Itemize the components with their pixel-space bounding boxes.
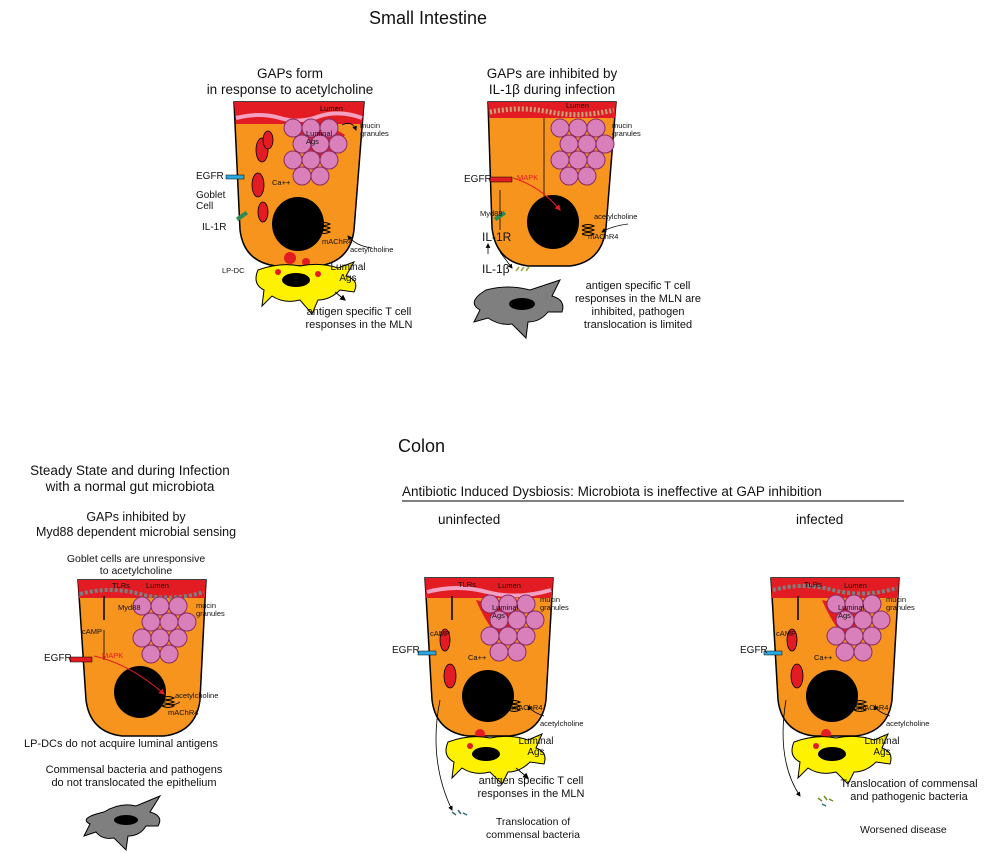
colon-uninfected-goblet-cell [425, 578, 553, 739]
colon-infected-luminal-ags-inside-label: Luminal Ags [838, 604, 864, 620]
colon-steady-title: Steady State and during Infection with a… [4, 463, 256, 495]
colon-infected-ca-label: Ca++ [814, 654, 832, 662]
colon-infected-machr4-label: mAChR4 [858, 704, 888, 712]
colon-infected-worsened-note: Worsened disease [860, 824, 947, 836]
colon-infected-camp-label: cAMP [776, 630, 796, 638]
colon-infected-acetylcholine-label: acetylcholine [886, 720, 929, 728]
colon-steady-goblet-note: Goblet cells are unresponsive to acetylc… [46, 553, 226, 577]
colon-steady-egfr-label: EGFR [44, 653, 72, 664]
colon-title: Colon [398, 436, 445, 457]
colon-infected-goblet-cell [771, 578, 899, 739]
colon-steady-mapk-label: MAPK [102, 652, 123, 660]
si-right-lumen-label: Lumen [566, 102, 589, 110]
si-right-egfr-label: EGFR [464, 174, 492, 185]
si-left-ca-label: Ca++ [272, 179, 290, 187]
colon-steady-subtitle: GAPs inhibited by Myd88 dependent microb… [16, 510, 256, 540]
colon-infected-egfr-label: EGFR [740, 645, 768, 656]
si-left-machr4-label: mAChR4 [322, 238, 352, 246]
si-right-tcell-note: antigen specific T cell responses in the… [568, 280, 708, 332]
dysbiosis-title: Antibiotic Induced Dysbiosis: Microbiota… [402, 484, 822, 499]
si-left-luminal-ags-inside-label: Luminal Ags [306, 130, 332, 146]
colon-uninfected-tlrs-label: TLRs [458, 581, 476, 589]
colon-steady-acetylcholine-label: acetylcholine [175, 692, 218, 700]
colon-uninfected-luminal-ags-inside-label: Luminal Ags [492, 604, 518, 620]
colon-steady-myd88-label: Myd88 [118, 604, 141, 612]
si-right-title: GAPs are inhibited by IL-1β during infec… [452, 66, 652, 98]
colon-infected-mucin-label: mucin granules [886, 596, 926, 612]
small-intestine-title: Small Intestine [369, 8, 487, 29]
colon-uninfected-egfr-receptor [418, 651, 436, 655]
si-left-mucin-label: mucin granules [360, 122, 400, 138]
colon-steady-gray-dc [84, 796, 160, 850]
colon-uninfected-machr4-label: mAChR4 [512, 704, 542, 712]
colon-infected-translocation-note: Translocation of commensal and pathogeni… [836, 778, 982, 804]
si-right-mucin-label: mucin granules [612, 122, 652, 138]
si-right-machr4-label: mAChR4 [588, 233, 618, 241]
si-left-luminal-ags-label: Luminal Ags [328, 262, 368, 284]
colon-infected-luminal-ags-label: Luminal Ags [862, 736, 902, 758]
si-right-myd88-label: Myd88 [480, 210, 503, 218]
colon-steady-lpdc-note: LP-DCs do not acquire luminal antigens [24, 738, 218, 750]
si-left-lpdc-label: LP-DC [222, 267, 245, 275]
colon-steady-mucin-label: mucin granules [196, 602, 236, 618]
colon-uninfected-translocation-note: Translocation of commensal bacteria [478, 816, 588, 841]
si-right-mapk-label: MAPK [517, 174, 538, 182]
colon-steady-machr4-label: mAChR4 [168, 709, 198, 717]
colon-infected-lumen-label: Lumen [844, 582, 867, 590]
si-left-tcell-note: antigen specific T cell responses in the… [298, 306, 420, 332]
si-left-goblet-cell-label: Goblet Cell [196, 190, 226, 212]
si-left-egfr-receptor [226, 175, 244, 179]
colon-uninfected-mucin-label: mucin granules [540, 596, 580, 612]
colon-uninfected-lumen-label: Lumen [498, 582, 521, 590]
si-left-il1r-label: IL-1R [202, 222, 226, 233]
si-left-acetylcholine-label: acetylcholine [350, 246, 393, 254]
colon-steady-lumen-label: Lumen [146, 582, 169, 590]
si-right-il1b-label: IL-1β [482, 262, 510, 276]
colon-uninfected-ca-label: Ca++ [468, 654, 486, 662]
si-right-acetylcholine-label: acetylcholine [594, 213, 637, 221]
si-left-title: GAPs form in response to acetylcholine [190, 66, 390, 98]
colon-uninfected-acetylcholine-label: acetylcholine [540, 720, 583, 728]
colon-uninfected-tcell-note: antigen specific T cell responses in the… [470, 775, 592, 801]
colon-infected-bacteria [818, 796, 833, 806]
infected-label: infected [796, 512, 843, 527]
si-left-egfr-label: EGFR [196, 171, 224, 182]
si-left-lumen-label: Lumen [320, 105, 343, 113]
colon-steady-camp-label: cAMP [82, 628, 102, 636]
colon-uninfected-camp-label: cAMP [430, 630, 450, 638]
colon-steady-tlrs-label: TLRs [112, 582, 130, 590]
colon-steady-bacteria-note: Commensal bacteria and pathogens do not … [20, 764, 248, 790]
colon-steady-egfr-receptor [70, 657, 92, 662]
si-right-il1r-label: IL-1R [482, 230, 511, 244]
il1b-molecules [516, 267, 529, 271]
colon-uninfected-bacteria [452, 810, 467, 815]
colon-infected-tlrs-label: TLRs [804, 581, 822, 589]
si-right-gray-dc [474, 280, 563, 338]
si-right-egfr-receptor [490, 177, 512, 182]
colon-uninfected-egfr-label: EGFR [392, 645, 420, 656]
colon-uninfected-luminal-ags-label: Luminal Ags [516, 736, 556, 758]
uninfected-label: uninfected [438, 512, 500, 527]
